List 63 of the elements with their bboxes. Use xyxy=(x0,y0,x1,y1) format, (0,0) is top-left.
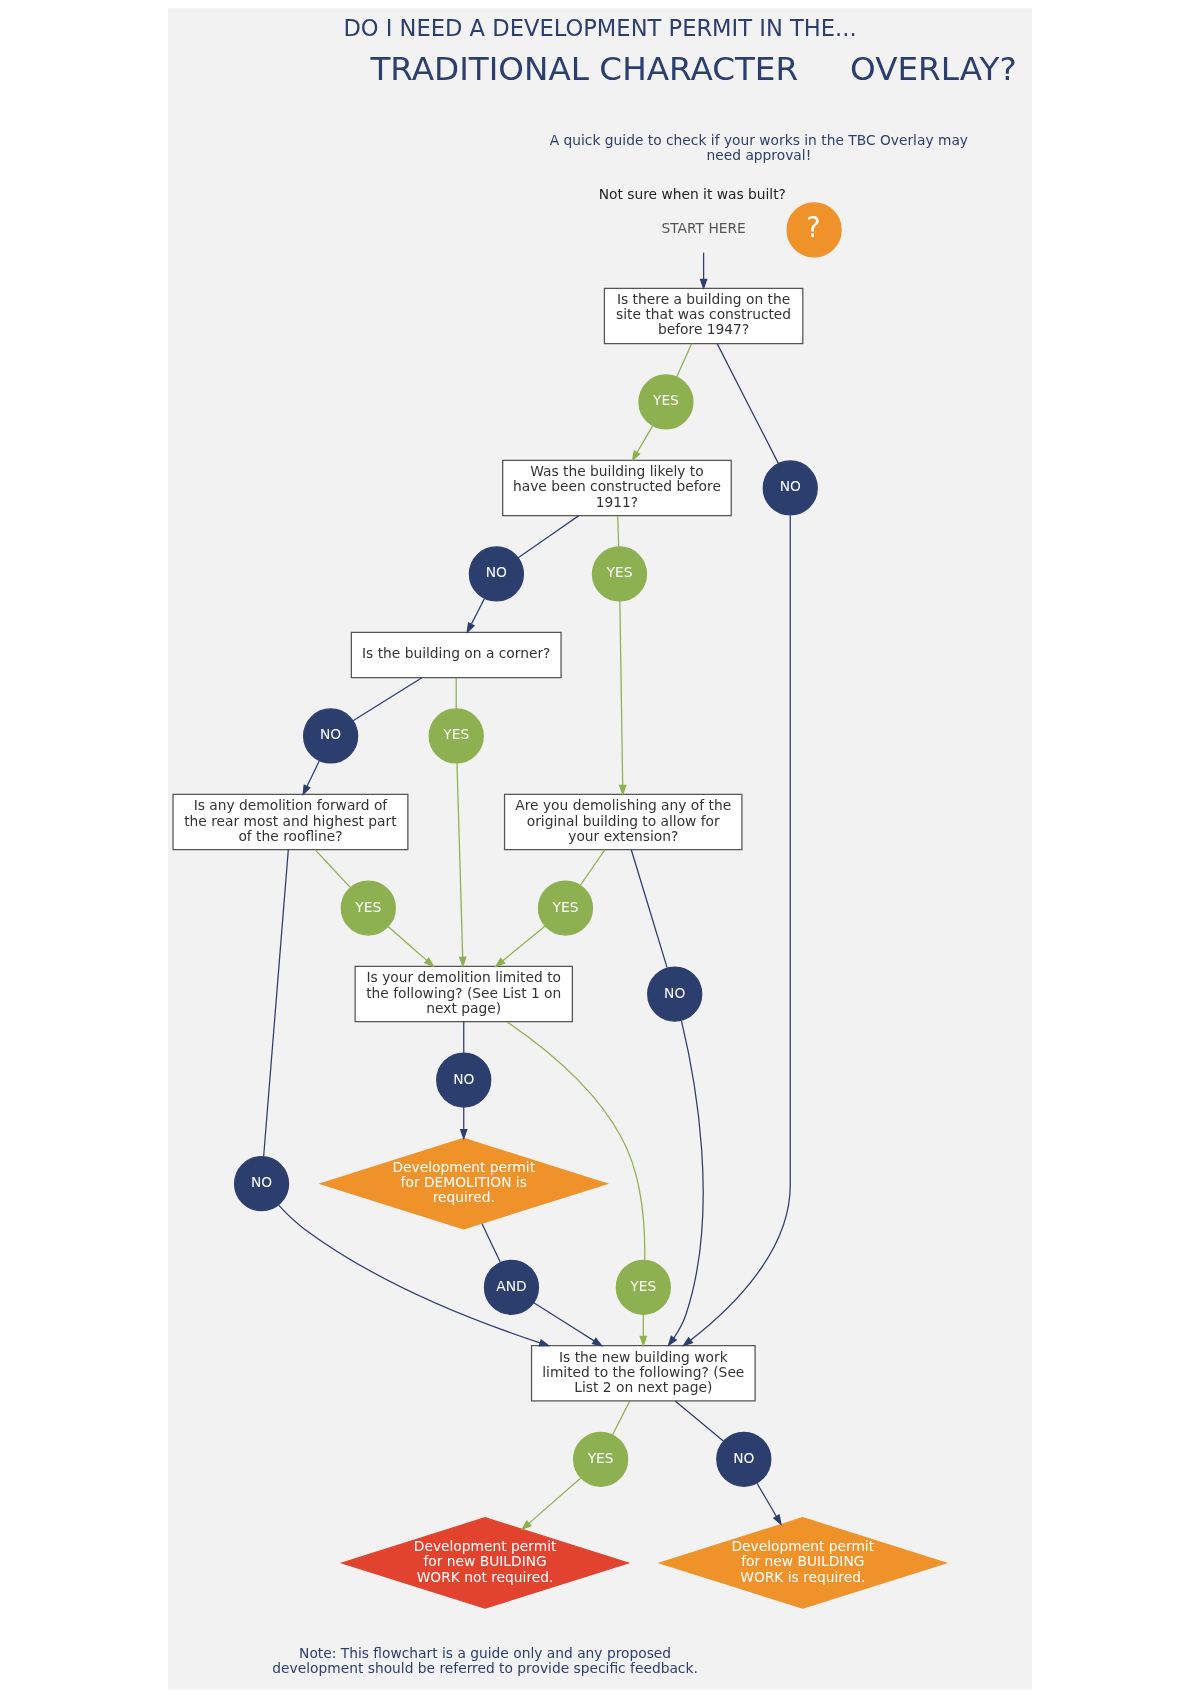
node-box: Is any demolition forward of the rear most and highest part of the roofline? xyxy=(172,793,409,851)
node-circle: NO xyxy=(647,966,703,1022)
node-circle: YES xyxy=(615,1259,671,1315)
node-box: Is the new building work limited to the following? (See List 2 on next page) xyxy=(530,1345,756,1402)
node-circle: NO xyxy=(468,546,525,602)
arrow xyxy=(681,514,791,1347)
node-circle: NO xyxy=(716,1431,772,1487)
label: A quick guide to check if your works in the TBC Overlay may need approval! xyxy=(549,131,969,163)
node-circle: YES xyxy=(573,1431,629,1487)
node-diamond: Development permit for DEMOLITION is required. xyxy=(318,1137,609,1230)
arrow xyxy=(302,760,320,797)
node-box: Was the building likely to have been constructed before 1911? xyxy=(502,459,732,517)
connector xyxy=(352,677,423,722)
connector xyxy=(506,1021,646,1261)
node-box: Are you demolishing any of the original building to allow for your extension? xyxy=(503,793,743,851)
node-box: Is there a building on the site that was constructed before 1947? xyxy=(603,287,804,345)
arrow xyxy=(466,597,486,634)
arrow xyxy=(520,1477,582,1531)
node-circle: NO xyxy=(762,460,818,516)
arrow xyxy=(278,1204,551,1347)
arrow xyxy=(667,1019,704,1347)
arrow xyxy=(756,1482,782,1526)
node-circle: YES xyxy=(591,546,648,602)
node-box: Is the building on a corner? xyxy=(350,631,562,679)
node-circle: YES xyxy=(428,708,484,764)
label: TRADITIONAL CHARACTER xyxy=(370,49,799,88)
label: OVERLAY? xyxy=(850,49,1017,88)
node-circle: NO xyxy=(303,708,359,764)
arrow xyxy=(494,925,546,968)
node-circle: YES xyxy=(537,880,594,936)
node-circle: AND xyxy=(483,1259,540,1315)
connector xyxy=(314,849,351,889)
arrow xyxy=(639,1313,648,1348)
arrow xyxy=(387,925,435,968)
connector xyxy=(579,849,606,886)
connector xyxy=(481,1223,501,1263)
connector xyxy=(263,849,289,1158)
connector xyxy=(517,515,580,559)
connector xyxy=(630,849,668,969)
node-text: START HERE xyxy=(661,220,746,237)
connector xyxy=(716,343,780,465)
connector xyxy=(617,515,620,548)
connector xyxy=(455,677,457,710)
node-circle: NO xyxy=(233,1156,290,1212)
arrow xyxy=(459,1106,468,1141)
node-label: Not sure when it was built? xyxy=(598,185,786,202)
node-circle: YES xyxy=(340,880,396,936)
arrow xyxy=(699,252,708,291)
connector xyxy=(463,1021,465,1054)
node-box: Is your demolition limited to the following? (See List 1 on next page) xyxy=(354,965,573,1023)
connector xyxy=(676,342,693,378)
connector xyxy=(611,1400,631,1436)
label: Note: This flowchart is a guide only and any proposed development should be referred to provide specific feedback. xyxy=(272,1645,698,1677)
arrow xyxy=(533,1302,604,1347)
arrow xyxy=(618,600,627,797)
diagram-title: DO I NEED A DEVELOPMENT PERMIT IN THE... xyxy=(343,15,857,42)
node-circle: YES xyxy=(638,374,694,430)
node-circle: ? xyxy=(786,202,842,258)
arrow xyxy=(456,762,467,968)
connector xyxy=(674,1400,725,1442)
arrow xyxy=(631,424,654,462)
node-diamond: Development permit for new BUILDING WORK is required. xyxy=(657,1517,949,1609)
node-circle: NO xyxy=(436,1052,492,1108)
